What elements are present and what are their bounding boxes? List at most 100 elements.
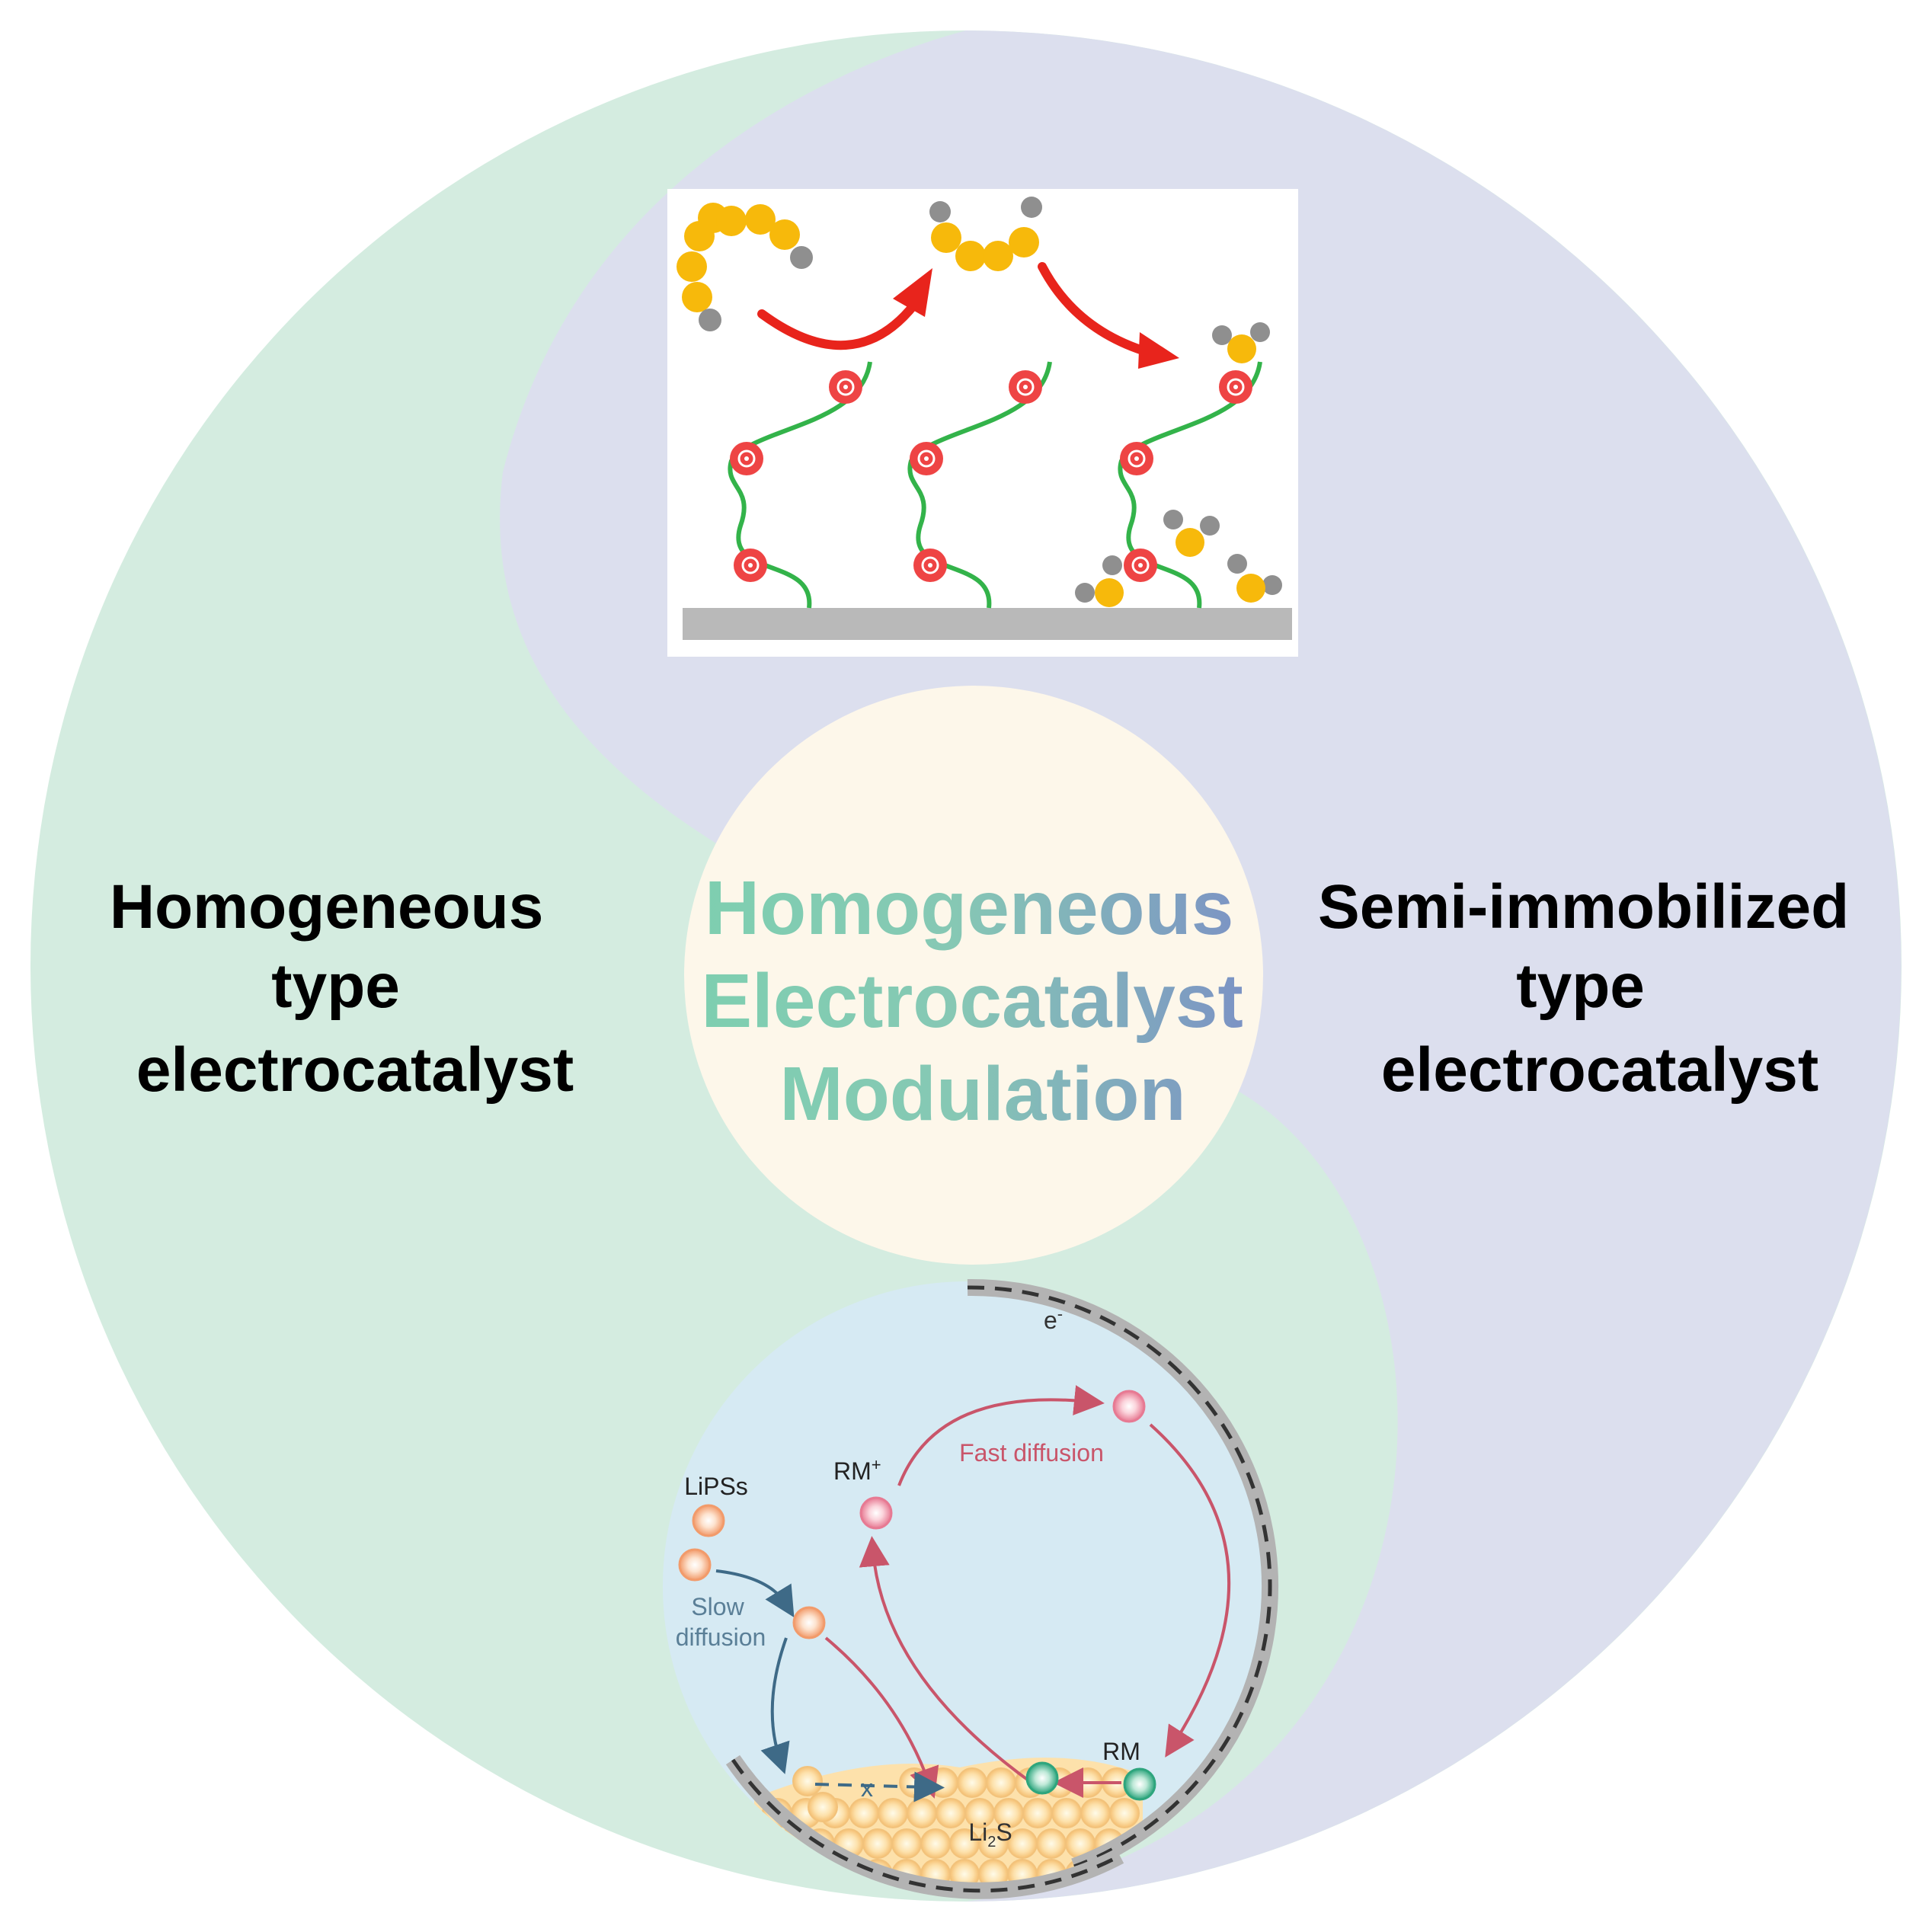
center-circle <box>684 686 1263 1265</box>
tethered-chains <box>728 361 1262 609</box>
short-low-sulfur <box>1095 578 1124 607</box>
lipss-ball-3 <box>792 1606 826 1639</box>
catalyst-site-core-1-2 <box>744 456 749 461</box>
long-chain-sulfur-1 <box>682 282 712 312</box>
li2s-particle-26 <box>862 1828 893 1859</box>
electron-label: e- <box>1044 1304 1063 1334</box>
li2s-particle-18 <box>1022 1798 1053 1828</box>
collector-bottom-dash <box>731 1758 1121 1893</box>
right-label-line-2: type <box>1516 952 1645 1021</box>
long-chain-sulfur-2 <box>677 251 707 282</box>
short-low-end-2 <box>1102 555 1122 575</box>
li2s-edge-particle-2 <box>808 1792 838 1822</box>
li2s-particle-27 <box>891 1828 922 1859</box>
slow-arrow-blocked <box>814 1771 945 1802</box>
lipss-ball-2 <box>678 1548 712 1582</box>
catalyst-site-core-2-3 <box>1023 385 1028 389</box>
fast-arrow-top <box>897 1385 1105 1486</box>
long-chain-sulfur-6 <box>745 204 776 235</box>
catalyst-site-ring-2-3 <box>1016 378 1035 396</box>
short-right-sulfur <box>1236 574 1265 603</box>
right-label: Semi-immobilized type electrocatalyst <box>1318 872 1866 1105</box>
li2s-particle-31 <box>1007 1828 1038 1859</box>
bottom-inset: x e- RM+ Fast diffusion LiPSs Slow diffu… <box>663 1278 1279 1899</box>
catalyst-site-ring-3-1 <box>1131 556 1150 574</box>
left-label: Homogeneous type electrocatalyst <box>110 872 574 1105</box>
right-label-line-1: Semi-immobilized <box>1318 872 1849 942</box>
li2s-particle-20 <box>1080 1798 1111 1828</box>
rm-label: RM <box>1102 1738 1140 1765</box>
catalyst-site-ring-1-3 <box>836 378 855 396</box>
short-right-end-2 <box>1262 575 1282 595</box>
left-label-line-1: Homogeneous <box>110 872 543 942</box>
center-title-line-1: Homogeneous <box>705 865 1233 951</box>
center-title-line-3: Modulation <box>779 1051 1185 1137</box>
li2s-particle-13 <box>878 1798 908 1828</box>
slow-arrow-1 <box>715 1569 795 1618</box>
li2s-particle-3 <box>957 1767 987 1798</box>
catalyst-site-ring-1-2 <box>737 449 756 468</box>
long-chain-end-2 <box>790 246 813 269</box>
long-chain-sulfur-7 <box>769 219 800 250</box>
li2s-particle-21 <box>1109 1798 1140 1828</box>
fast-arrow-up <box>859 1536 1033 1784</box>
polymer-chain-2 <box>907 361 1052 609</box>
mid-chain-sulfur-2 <box>955 241 986 271</box>
long-chain-sulfur-5 <box>716 206 747 236</box>
catalyst-site-core-2-1 <box>928 563 932 568</box>
collector-top-right-dash <box>967 1285 1272 1869</box>
long-chain-end-1 <box>699 309 721 331</box>
fast-arrow-lipss <box>824 1636 939 1799</box>
short-upper-end-2 <box>1250 322 1270 342</box>
mid-chain-end-1 <box>929 201 951 222</box>
li2s-particle-12 <box>849 1798 879 1828</box>
rm-plus-label: RM+ <box>833 1455 881 1485</box>
cell-background <box>663 1281 1272 1891</box>
slow-arrow-2 <box>760 1637 790 1774</box>
short-mid-sulfur <box>1176 528 1204 557</box>
polysulfide-molecules <box>677 197 1282 607</box>
li2s-particle-14 <box>907 1798 937 1828</box>
li2s-edge-particle-1 <box>792 1766 823 1796</box>
short-low-end-1 <box>1075 583 1095 603</box>
substrate-bar <box>683 608 1292 640</box>
rm-ball-2 <box>1025 1761 1059 1795</box>
catalyst-site-ring-2-2 <box>917 449 936 468</box>
li2s-particle-15 <box>936 1798 966 1828</box>
li2s-particle-4 <box>986 1767 1016 1798</box>
lipss-ball-1 <box>692 1504 725 1537</box>
short-upper-sulfur <box>1227 334 1256 363</box>
polymer-chain-1 <box>728 361 872 609</box>
li2s-particle-2 <box>928 1767 958 1798</box>
mid-chain-sulfur-1 <box>931 222 961 253</box>
mid-chain-end-2 <box>1021 197 1042 218</box>
catalyst-site-ring-1-1 <box>741 556 760 574</box>
catalyst-site-ring-3-2 <box>1128 449 1146 468</box>
catalyst-site-ring-3-3 <box>1227 378 1245 396</box>
conversion-arrow-2 <box>1038 262 1147 355</box>
catalyst-site-core-3-1 <box>1138 563 1143 568</box>
slow-label-2: diffusion <box>676 1623 766 1651</box>
short-mid-end-1 <box>1163 510 1183 529</box>
li2s-particle-19 <box>1051 1798 1082 1828</box>
right-label-line-3: electrocatalyst <box>1381 1035 1818 1105</box>
fast-diffusion-label: Fast diffusion <box>959 1439 1104 1467</box>
catalyst-site-core-3-2 <box>1134 456 1139 461</box>
conversion-arrow-1-head <box>893 268 932 317</box>
short-right-end-1 <box>1227 554 1247 574</box>
rm-plus-ball <box>859 1496 893 1530</box>
catalyst-site-core-1-3 <box>843 385 848 389</box>
lipss-label: LiPSs <box>684 1473 748 1500</box>
catalyst-site-ring-2-1 <box>921 556 939 574</box>
catalyst-site-core-3-3 <box>1233 385 1238 389</box>
li2s-particle-28 <box>920 1828 951 1859</box>
catalyst-site-core-2-2 <box>924 456 929 461</box>
top-inset <box>667 189 1298 657</box>
short-upper-end-1 <box>1212 325 1232 345</box>
center-title: Homogeneous Electrocatalyst Modulation <box>701 865 1264 1137</box>
li2s-label: Li2S <box>968 1818 1012 1850</box>
rm-ball-1 <box>1123 1767 1156 1801</box>
slow-label-1: Slow <box>691 1593 744 1620</box>
